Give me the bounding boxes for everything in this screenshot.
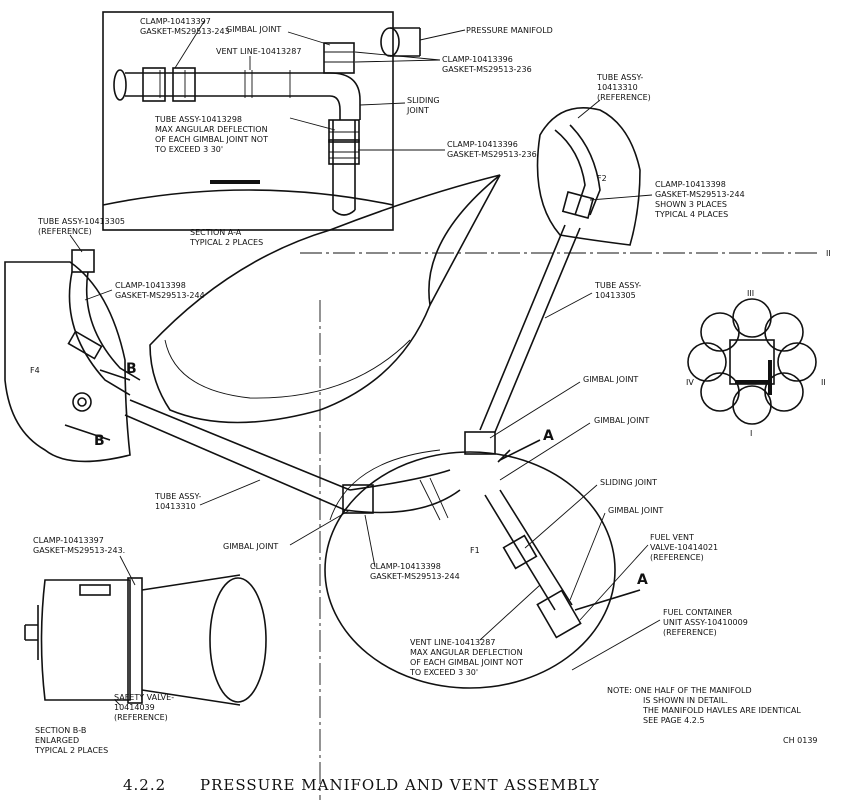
clamp-398-bottom: CLAMP-10413398 [370, 562, 441, 571]
aa-clamp-397: CLAMP-10413397 [140, 17, 211, 26]
f4-label: F4 [30, 366, 40, 375]
bb-section-title: SECTION B-B [35, 726, 86, 735]
shown-3-places: SHOWN 3 PLACES [655, 200, 727, 209]
aa-tube-298-limit: TO EXCEED 3 30' [154, 145, 223, 154]
mark-b-top: B [126, 361, 137, 377]
fuel-container-number: UNIT ASSY-10410009 [663, 618, 748, 627]
bb-clamp-397: CLAMP-10413397 [33, 536, 104, 545]
aa-gimbal-joint: GIMBAL JOINT [226, 25, 281, 34]
f2-container: F2 [536, 106, 641, 246]
tube-310-ref-note: (REFERENCE) [597, 93, 651, 102]
gasket-244-left: GASKET-MS29513-244 [115, 291, 205, 300]
inset-label-iii: III [747, 289, 754, 298]
note-line-1: NOTE: ONE HALF OF THE MANIFOLD [607, 686, 752, 695]
vent-line-limit: TO EXCEED 3 30' [409, 668, 478, 677]
inset-label-iv: IV [686, 378, 694, 387]
gimbal-joint-3: GIMBAL JOINT [608, 506, 663, 515]
gimbal-joint-bottom: GIMBAL JOINT [223, 542, 278, 551]
tube-310-number: 10413310 [597, 83, 638, 92]
tube-10413310 [124, 399, 351, 511]
aa-gasket-236-a: GASKET-MS29513-236 [442, 65, 532, 74]
note-block: NOTE: ONE HALF OF THE MANIFOLD IS SHOWN … [607, 686, 818, 745]
mark-a-top: A [543, 428, 554, 444]
bb-gasket-243: GASKET-MS29513-243. [33, 546, 125, 555]
aa-vent-line: VENT LINE-10413287 [216, 47, 301, 56]
main-labels: TUBE ASSY-10413305 (REFERENCE) CLAMP-104… [37, 73, 748, 677]
tank-shell [149, 174, 501, 424]
aa-gasket-243: GASKET-MS29513-243 [140, 27, 230, 36]
fuel-container: FUEL CONTAINER [663, 608, 733, 617]
aa-joint: JOINT [406, 106, 429, 115]
inset-label-i: I [750, 429, 752, 438]
fuel-container-ref: (REFERENCE) [663, 628, 717, 637]
f4-container: F4 [4, 249, 141, 463]
inset-label-ii: II [821, 378, 826, 387]
aa-section-subtitle: TYPICAL 2 PLACES [189, 238, 263, 247]
f1-container: F1 [324, 431, 616, 689]
fuel-vent-valve-ref: (REFERENCE) [650, 553, 704, 562]
bb-section-places: TYPICAL 2 PLACES [34, 746, 108, 755]
vent-line: VENT LINE-10413287 [410, 638, 495, 647]
drawing-id: CH 0139 [783, 736, 818, 745]
caption-number: 4.2.2 [123, 776, 166, 794]
aa-clamp-396-a: CLAMP-10413396 [442, 55, 513, 64]
gasket-244-f2: GASKET-MS29513-244 [655, 190, 745, 199]
section-aa-view: CLAMP-10413397 GASKET-MS29513-243 GIMBAL… [102, 11, 553, 247]
tube-305-ref: TUBE ASSY-10413305 [37, 217, 125, 226]
fuel-vent-valve: FUEL VENT [650, 533, 694, 542]
aa-pressure-manifold: PRESSURE MANIFOLD [466, 26, 553, 35]
aa-gasket-236-b: GASKET-MS29513-236 [447, 150, 537, 159]
vent-line-gimbal: OF EACH GIMBAL JOINT NOT [410, 658, 523, 667]
clamp-398-left: CLAMP-10413398 [115, 281, 186, 290]
f2-label: F2 [597, 174, 607, 183]
note-line-4: SEE PAGE 4.2.5 [643, 716, 705, 725]
aa-tube-298-deflection: MAX ANGULAR DEFLECTION [155, 125, 268, 134]
gasket-244-bottom: GASKET-MS29513-244 [370, 572, 460, 581]
tube-305-right-number: 10413305 [595, 291, 636, 300]
tube-310-bottom: TUBE ASSY- [154, 492, 201, 501]
note-line-3: THE MANIFOLD HAVLES ARE IDENTICAL [642, 706, 801, 715]
bb-safety-valve-number: 10414039 [114, 703, 155, 712]
aa-section-title: SECTION A-A [190, 228, 242, 237]
aa-sliding: SLIDING [407, 96, 440, 105]
vent-line-deflection: MAX ANGULAR DEFLECTION [410, 648, 523, 657]
f1-label: F1 [470, 546, 480, 555]
mark-a-bottom: A [637, 572, 648, 588]
section-bb-view: CLAMP-10413397 GASKET-MS29513-243. SAFET… [24, 536, 267, 755]
fuel-vent-valve-number: VALVE-10414021 [650, 543, 718, 552]
section-markers: A A B B [64, 361, 648, 611]
center-lines: II [300, 249, 831, 800]
aa-tube-298: TUBE ASSY-10413298 [154, 115, 242, 124]
sliding-joint: SLIDING JOINT [600, 478, 657, 487]
bb-section-subtitle: ENLARGED [35, 736, 79, 745]
figure-caption: 4.2.2 PRESSURE MANIFOLD AND VENT ASSEMBL… [123, 776, 600, 794]
mark-b-bottom: B [94, 433, 105, 449]
aa-clamp-396-b: CLAMP-10413396 [447, 140, 518, 149]
tube-310-ref: TUBE ASSY- [596, 73, 643, 82]
tube-305-ref-note: (REFERENCE) [38, 227, 92, 236]
tube-305-right: TUBE ASSY- [594, 281, 641, 290]
tube-310-bottom-number: 10413310 [155, 502, 196, 511]
axis-ii-label: II [826, 249, 831, 258]
tube-10413305 [479, 224, 581, 433]
bb-safety-valve: SAFETY VALVE- [114, 693, 174, 702]
gimbal-joint-2: GIMBAL JOINT [594, 416, 649, 425]
note-line-2: IS SHOWN IN DETAIL. [643, 696, 728, 705]
clamp-398-f2: CLAMP-10413398 [655, 180, 726, 189]
typical-4-places: TYPICAL 4 PLACES [654, 210, 728, 219]
caption-title: PRESSURE MANIFOLD AND VENT ASSEMBLY [200, 776, 600, 794]
bb-safety-valve-ref: (REFERENCE) [114, 713, 168, 722]
inset-layout: III II IV I [686, 289, 826, 438]
aa-tube-298-gimbal: OF EACH GIMBAL JOINT NOT [155, 135, 268, 144]
gimbal-joint-1: GIMBAL JOINT [583, 375, 638, 384]
